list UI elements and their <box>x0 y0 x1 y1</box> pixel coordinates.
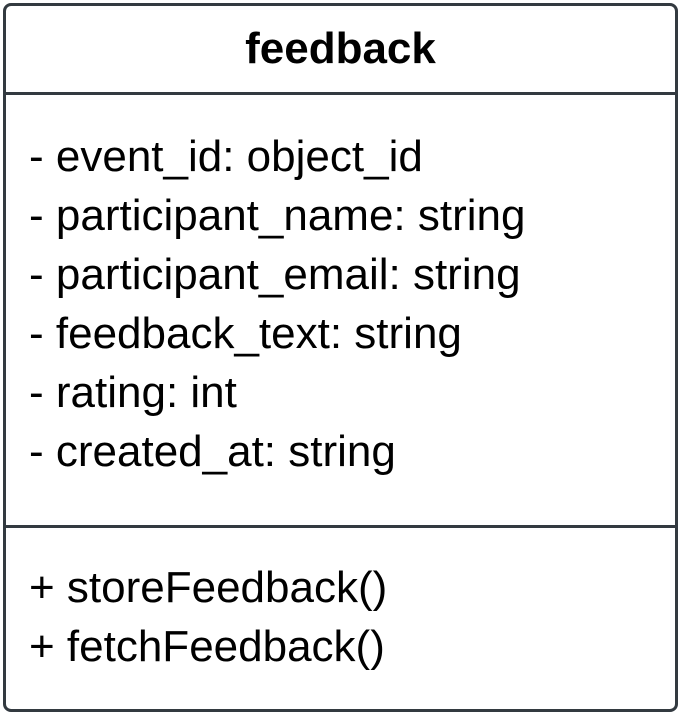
attribute-item: - feedback_text: string <box>29 309 462 358</box>
method-item: + storeFeedback() <box>29 563 388 612</box>
uml-class-box: feedback - event_id: object_id - partici… <box>3 3 678 712</box>
methods-compartment: + storeFeedback() + fetchFeedback() <box>6 528 675 709</box>
attributes-compartment: - event_id: object_id - participant_name… <box>6 98 675 528</box>
attribute-item: - event_id: object_id <box>29 132 423 181</box>
class-name: feedback <box>6 6 675 95</box>
method-item: + fetchFeedback() <box>29 622 385 671</box>
attribute-item: - rating: int <box>29 368 237 417</box>
attribute-item: - created_at: string <box>29 427 396 476</box>
attribute-item: - participant_name: string <box>29 191 526 240</box>
attribute-item: - participant_email: string <box>29 250 521 299</box>
